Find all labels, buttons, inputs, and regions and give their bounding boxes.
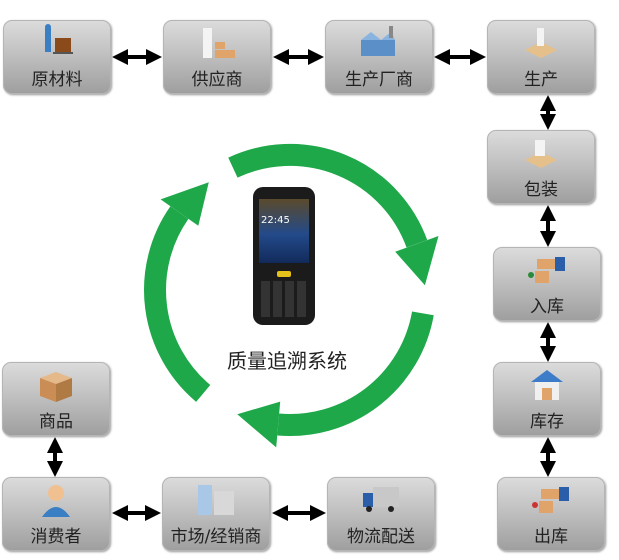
cycle-arrow-1 [228, 143, 428, 248]
node-production[interactable]: 生产 [487, 20, 595, 94]
node-label: 入库 [530, 297, 564, 317]
node-goods[interactable]: 商品 [2, 362, 110, 436]
node-label: 消费者 [30, 527, 82, 547]
node-label: 生产厂商 [345, 70, 413, 90]
truck-in-icon [528, 257, 565, 283]
handheld-scanner-image: 22:45 [253, 187, 315, 325]
truck-out-icon [532, 487, 569, 513]
cycle-arrowhead-2 [237, 401, 281, 448]
worker-cart-icon [45, 24, 73, 54]
node-outbound[interactable]: 出库 [497, 477, 605, 551]
node-label: 供应商 [191, 70, 243, 90]
node-inbound[interactable]: 入库 [493, 247, 601, 321]
cycle-arrow-2 [277, 311, 434, 436]
packaging-icon [525, 140, 557, 168]
node-label: 库存 [530, 412, 564, 432]
node-label: 商品 [39, 412, 73, 432]
node-label: 包装 [524, 180, 558, 200]
warehouse-icon [531, 370, 563, 400]
person-icon [42, 485, 70, 517]
cycle-arrowhead-1 [395, 236, 439, 286]
node-raw-material[interactable]: 原材料 [3, 20, 111, 94]
node-consumer[interactable]: 消费者 [2, 477, 110, 551]
node-stock[interactable]: 库存 [493, 362, 601, 436]
node-packaging[interactable]: 包装 [487, 130, 595, 204]
factory-icon [361, 26, 395, 56]
scanner-screen [259, 199, 309, 263]
node-logistics[interactable]: 物流配送 [327, 477, 435, 551]
businessman-boxes-icon [203, 28, 235, 58]
center-title: 质量追溯系统 [227, 349, 347, 373]
scanner-scan-key [277, 271, 291, 277]
node-supplier[interactable]: 供应商 [163, 20, 271, 94]
node-label: 原材料 [31, 70, 83, 90]
building-icon [198, 485, 234, 515]
cycle-arrowhead-3 [160, 182, 209, 226]
node-market[interactable]: 市场/经销商 [162, 477, 270, 551]
cycle-arrow-3 [144, 206, 211, 402]
node-label: 出库 [534, 527, 568, 547]
scanner-time: 22:45 [261, 215, 290, 226]
node-manufacturer[interactable]: 生产厂商 [325, 20, 433, 94]
node-label: 物流配送 [347, 527, 415, 547]
production-icon [525, 28, 557, 58]
node-label: 生产 [524, 70, 558, 90]
cardboard-box-icon [40, 372, 72, 402]
scanner-keypad [261, 281, 307, 317]
node-label: 市场/经销商 [170, 527, 262, 547]
delivery-truck-icon [363, 487, 399, 512]
